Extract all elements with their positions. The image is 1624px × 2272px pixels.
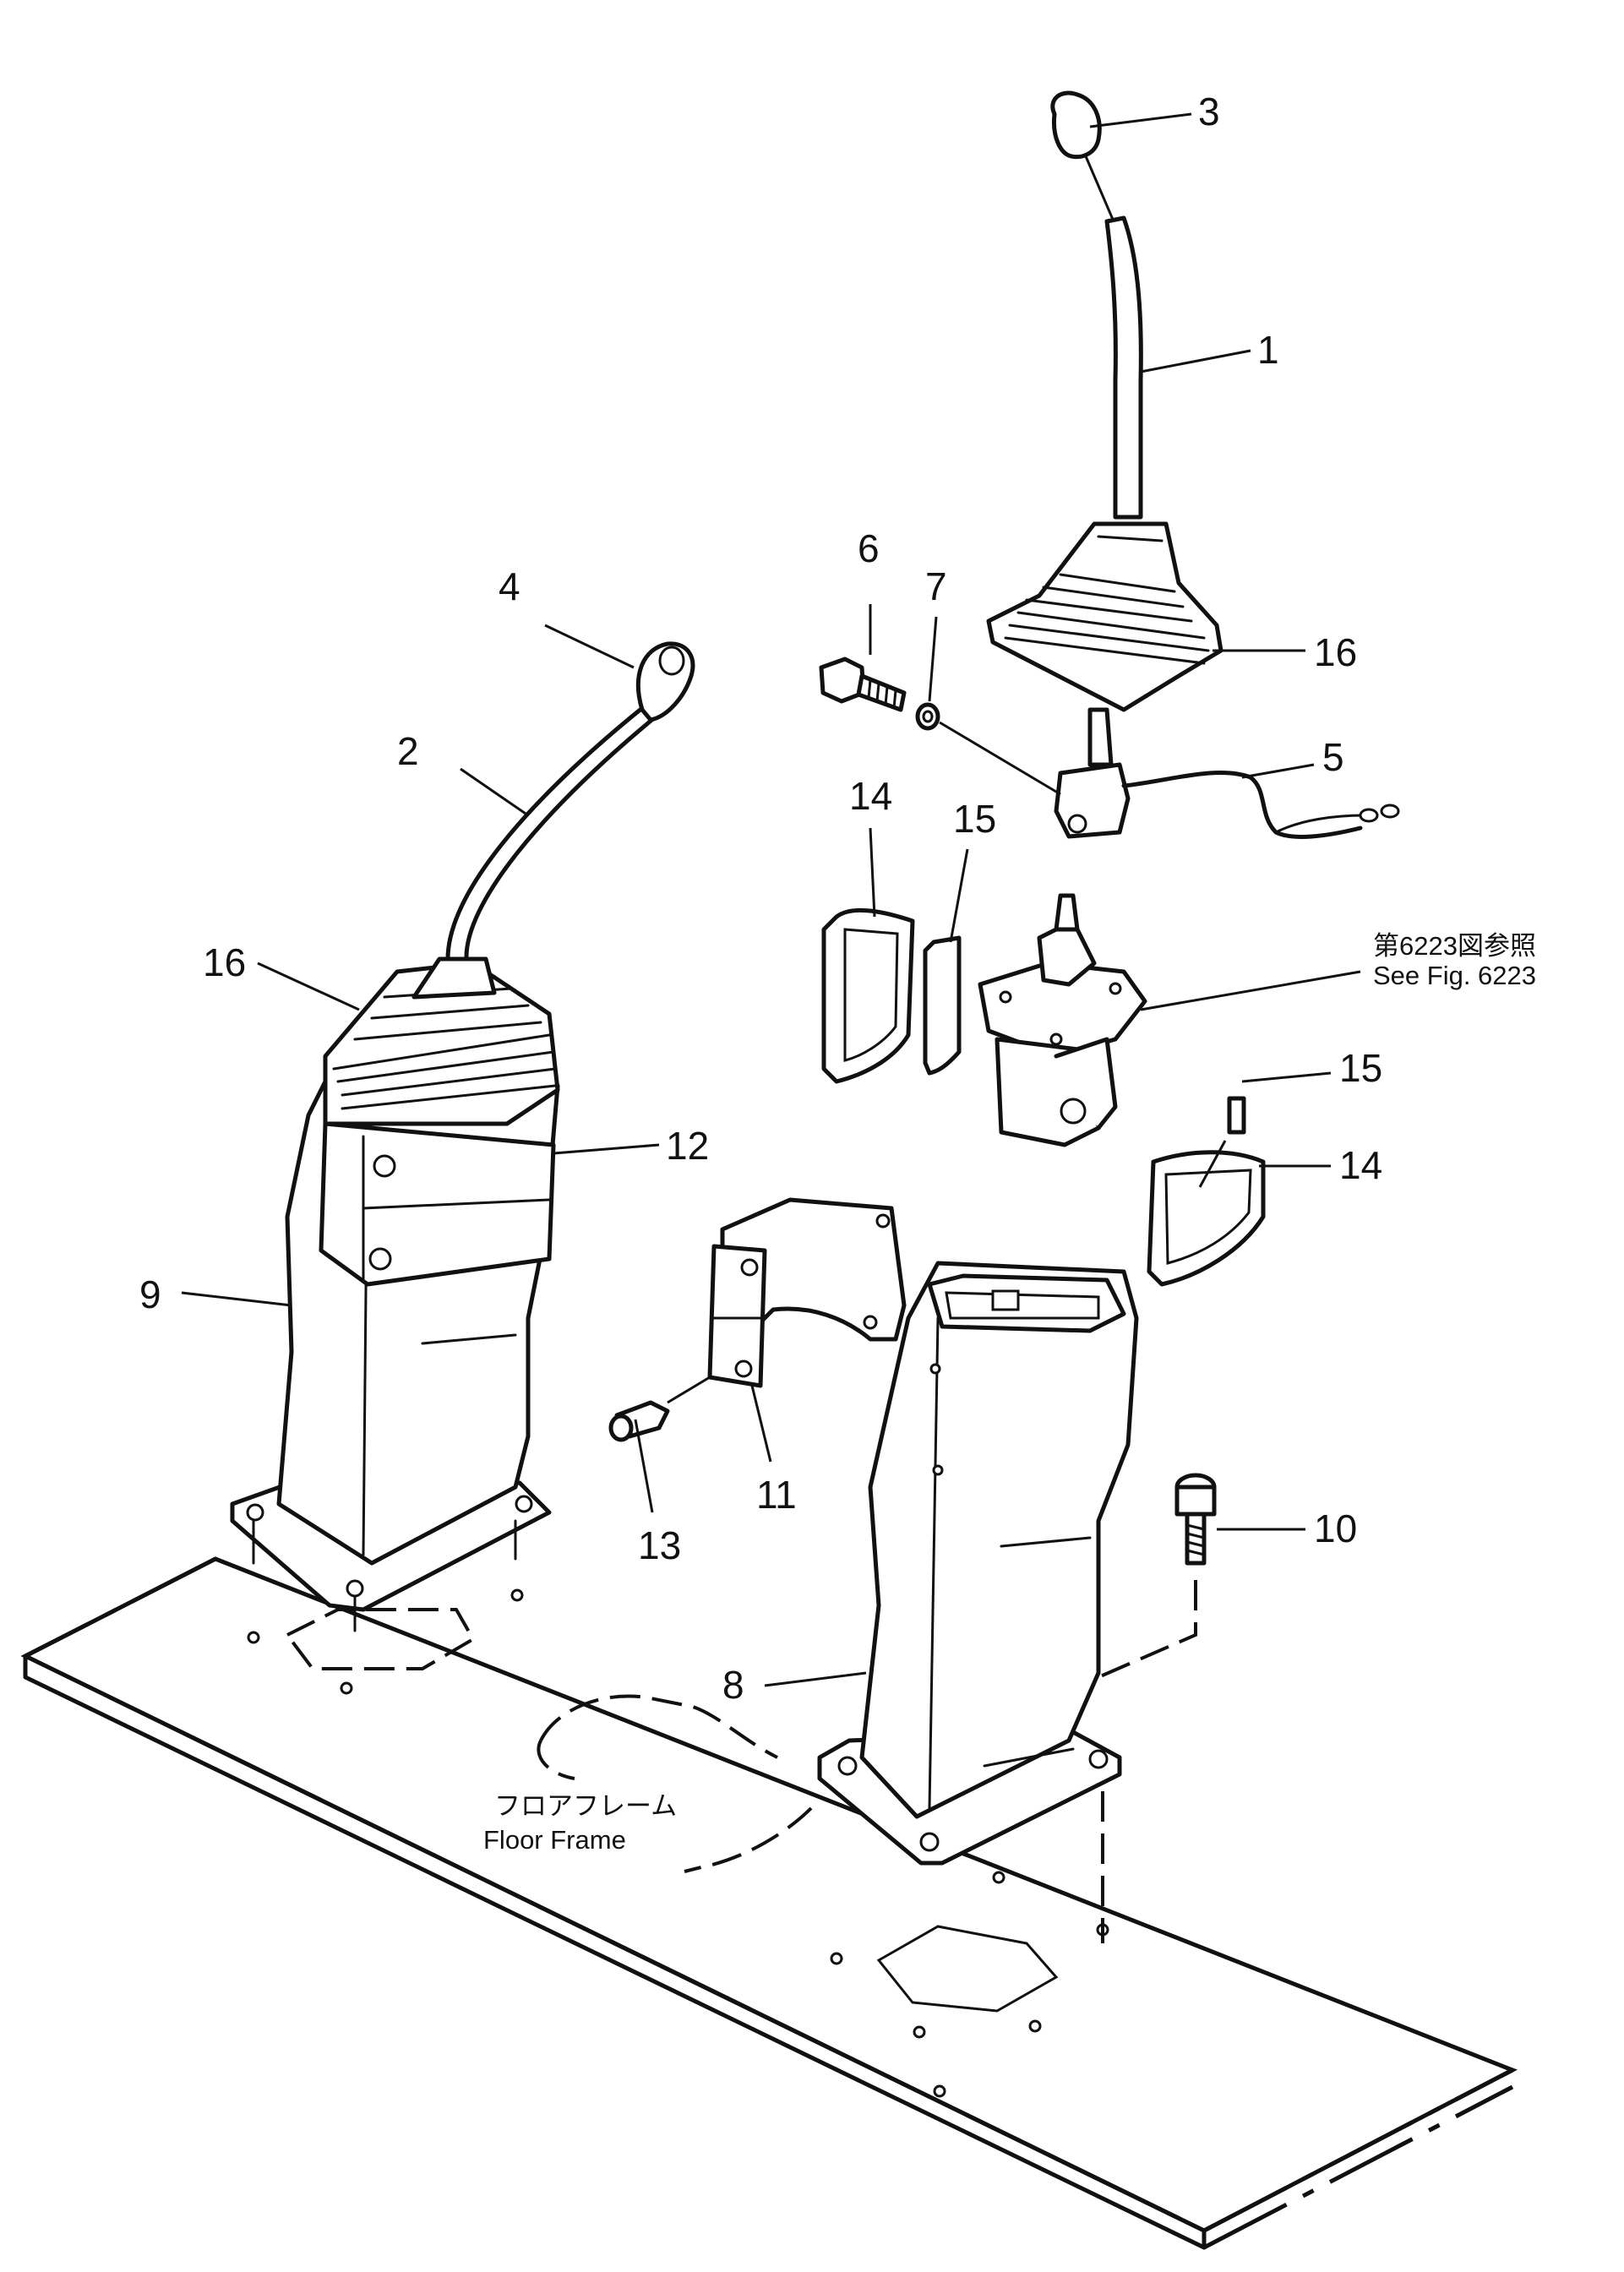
bolt-and-washer <box>819 657 940 731</box>
callout-16-right: 16 <box>1314 630 1357 674</box>
right-control-lever-assembly <box>986 90 1400 839</box>
leader-lines <box>181 112 1361 1687</box>
callout-13: 13 <box>638 1523 681 1567</box>
bracket <box>707 1197 907 1388</box>
left-control-stand <box>230 641 695 1632</box>
annotation-notes: 第6223図参照 See Fig. 6223 フロアフレーム Floor Fra… <box>483 931 1536 1855</box>
floor-frame-english: Floor Frame <box>483 1825 626 1855</box>
callout-15-left: 15 <box>953 797 996 841</box>
screw <box>608 1400 670 1442</box>
callout-4: 4 <box>499 564 520 608</box>
callout-8: 8 <box>722 1663 744 1707</box>
right-control-stand <box>817 1261 1139 1866</box>
callout-7: 7 <box>925 564 947 608</box>
callout-11: 11 <box>756 1473 797 1517</box>
cover-plate-right <box>1147 1096 1266 1287</box>
cover-plate-left <box>821 907 962 1084</box>
callout-5: 5 <box>1322 735 1344 779</box>
callout-10: 10 <box>1314 1506 1357 1550</box>
floor-plate <box>20 1556 1518 2250</box>
fig-ref-japanese: 第6223図参照 <box>1373 931 1536 961</box>
floor-frame-japanese: フロアフレーム <box>494 1791 677 1821</box>
fig-ref-english: See Fig. 6223 <box>1373 961 1536 990</box>
callout-12: 12 <box>666 1124 709 1168</box>
callout-15-right: 15 <box>1339 1046 1382 1090</box>
callout-6: 6 <box>858 526 880 570</box>
callout-14-right: 14 <box>1339 1143 1382 1187</box>
callout-labels: 1 2 3 4 5 6 7 8 9 10 11 12 13 14 14 15 1… <box>139 90 1382 1707</box>
callout-1: 1 <box>1257 328 1279 372</box>
callout-9: 9 <box>139 1272 161 1316</box>
callout-16-left: 16 <box>203 940 246 984</box>
callout-3: 3 <box>1198 90 1220 133</box>
callout-14-left: 14 <box>849 774 892 818</box>
cap-bolt <box>1098 1473 1217 1943</box>
callout-2: 2 <box>397 729 419 773</box>
pilot-valve <box>978 893 1147 1147</box>
